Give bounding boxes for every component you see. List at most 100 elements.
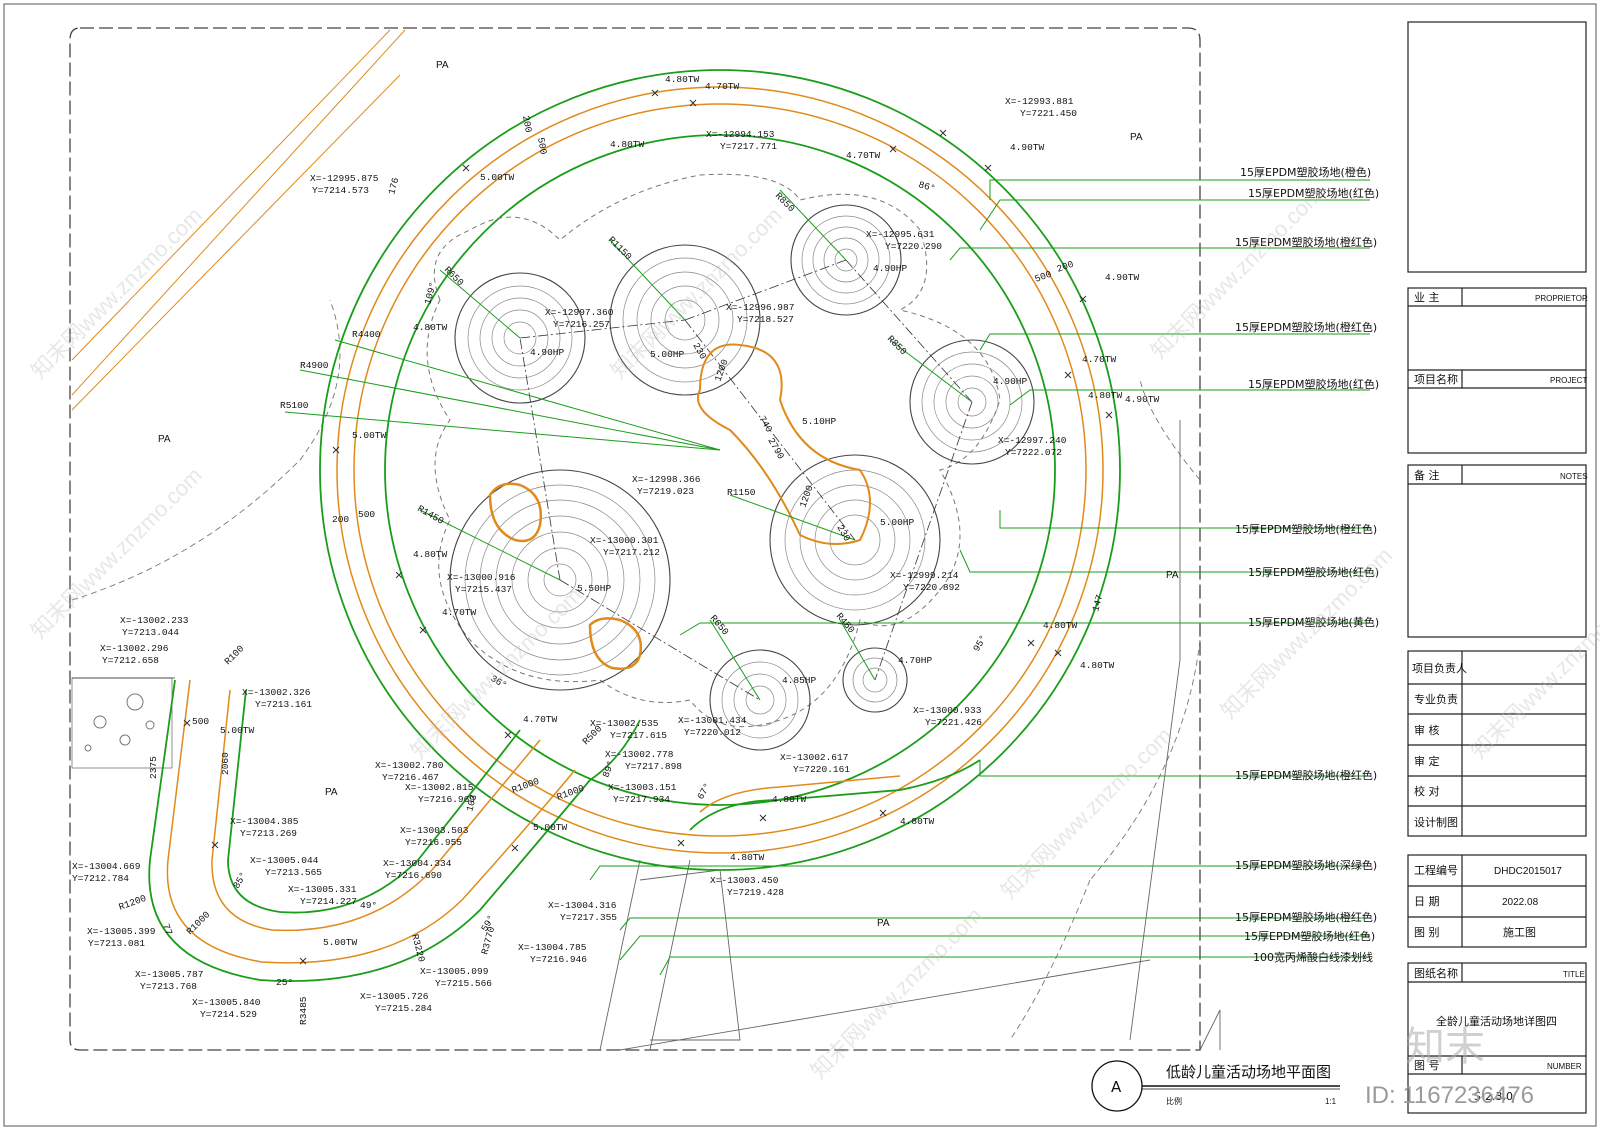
elevation-label: 4.70TW: [705, 81, 740, 92]
dimension-label: 1200: [797, 484, 815, 509]
title-block: [1407, 21, 1587, 1114]
role-label: 校 对: [1414, 784, 1440, 798]
scale-label: 比例: [1166, 1096, 1182, 1106]
elevation-label: 4.70HP: [898, 655, 933, 666]
dimension-label: 200: [332, 514, 349, 525]
svg-text:X=-12998.366: X=-12998.366: [632, 474, 701, 485]
mound-r650-bottom: [709, 649, 811, 751]
svg-text:Y=7217.355: Y=7217.355: [560, 912, 617, 923]
svg-text:Y=7222.072: Y=7222.072: [1005, 447, 1062, 458]
svg-text:Y=7216.946: Y=7216.946: [530, 954, 587, 965]
legend-item: 15厚EPDM塑胶场地(红色): [1248, 565, 1379, 579]
elevation-label: 4.90HP: [873, 263, 908, 274]
pa-label: PA: [158, 434, 171, 445]
date-value: 2022.08: [1502, 897, 1539, 908]
radius-leader-lines: [284, 189, 973, 701]
svg-text:Y=7217.615: Y=7217.615: [610, 730, 667, 741]
dimension-label: R1000: [184, 909, 212, 937]
dimension-label: R1450: [416, 503, 446, 527]
scale-value: 1:1: [1325, 1097, 1337, 1106]
material-legend: 15厚EPDM塑胶场地(橙色) 15厚EPDM塑胶场地(红色) 15厚EPDM塑…: [1235, 165, 1379, 964]
grey-dashed-curves: [71, 299, 1201, 1041]
svg-text:X=-13000.301: X=-13000.301: [590, 535, 659, 546]
mound-r1450-left: [449, 469, 671, 691]
elevation-label: 4.70TW: [442, 607, 477, 618]
svg-text:Y=7213.565: Y=7213.565: [265, 867, 322, 878]
mound-r650-left: [454, 272, 586, 404]
svg-text:Y=7216.467: Y=7216.467: [382, 772, 439, 783]
dimension-label: R1000: [555, 783, 586, 803]
dimension-label: R3220: [409, 933, 427, 964]
dimension-label: 500: [1033, 269, 1053, 285]
mound-r850-right: [909, 339, 1035, 465]
dimension-label: 77: [160, 922, 174, 936]
elevation-label: 4.70TW: [1082, 354, 1117, 365]
svg-text:X=-13004.669: X=-13004.669: [72, 861, 141, 872]
watermark-text: 知末网www.znzmo.com: [996, 722, 1177, 903]
svg-text:Y=7220.892: Y=7220.892: [903, 582, 960, 593]
svg-text:X=-13002.815: X=-13002.815: [405, 782, 474, 793]
svg-text:Y=7212.784: Y=7212.784: [72, 873, 129, 884]
watermark-text: 知末网www.znzmo.com: [26, 202, 207, 383]
svg-text:X=-13005.726: X=-13005.726: [360, 991, 429, 1002]
dimension-label: 103: [464, 793, 479, 813]
dimension-label: 67°: [695, 781, 713, 801]
elevation-label: 4.80TW: [772, 794, 807, 805]
role-label: 审 核: [1414, 723, 1440, 737]
notes-label-en: NOTES: [1560, 472, 1588, 481]
survey-markers: [183, 89, 1113, 965]
legend-item: 15厚EPDM塑胶场地(橙红色): [1235, 522, 1377, 536]
sheet-number-value: S-2.3.0: [1474, 1090, 1513, 1103]
dimension-label: R650: [708, 613, 731, 638]
u-shaped-path: [72, 677, 981, 982]
dimension-label: R850: [885, 333, 909, 357]
dimension-label: 176: [386, 176, 401, 196]
dimension-label: R1150: [606, 234, 634, 262]
svg-text:X=-13005.331: X=-13005.331: [288, 884, 357, 895]
elevation-label: 4.80TW: [1043, 620, 1078, 631]
svg-text:Y=7215.566: Y=7215.566: [435, 978, 492, 989]
svg-text:Y=7213.269: Y=7213.269: [240, 828, 297, 839]
elevation-label: 5.00TW: [533, 822, 568, 833]
svg-text:X=-13001.434: X=-13001.434: [678, 715, 747, 726]
dimension-label: 85°: [231, 870, 249, 890]
svg-text:Y=7219.428: Y=7219.428: [727, 887, 784, 898]
mounds: [449, 204, 1035, 751]
svg-text:X=-12996.987: X=-12996.987: [726, 302, 794, 313]
legend-item: 15厚EPDM塑胶场地(深绿色): [1235, 858, 1377, 872]
svg-text:X=-13000.933: X=-13000.933: [913, 705, 982, 716]
elevation-label: 4.80TW: [900, 816, 935, 827]
dimension-label: R1200: [117, 893, 148, 913]
dimension-label: R3485: [298, 996, 309, 1025]
drawing-title-block: A 低龄儿童活动场地平面图 比例 1:1: [1091, 1060, 1340, 1112]
svg-text:X=-12993.881: X=-12993.881: [1005, 96, 1074, 107]
legend-item: 15厚EPDM塑胶场地(黄色): [1248, 615, 1379, 629]
svg-text:X=-13005.840: X=-13005.840: [192, 997, 261, 1008]
dimension-label: 200: [520, 115, 534, 134]
sheet-title-value: 全龄儿童活动场地详图四: [1436, 1014, 1557, 1028]
dimension-label: 2790: [765, 436, 786, 462]
sheet-number-label: 图 号: [1414, 1059, 1440, 1072]
svg-text:X=-13005.044: X=-13005.044: [250, 855, 319, 866]
svg-text:Y=7221.450: Y=7221.450: [1020, 108, 1077, 119]
dimension-label: R1000: [510, 776, 541, 796]
mound-axis-lines: [519, 259, 973, 701]
grey-lines: [599, 420, 1221, 1051]
role-label: 审 定: [1414, 754, 1440, 768]
mound-r850-topright: [790, 204, 902, 316]
pa-label: PA: [436, 60, 449, 71]
elevation-labels: 4.80TW 4.70TW 5.00TW 4.80TW 4.70TW 4.90T…: [220, 74, 1160, 948]
legend-item: 15厚EPDM塑胶场地(红色): [1248, 186, 1379, 200]
